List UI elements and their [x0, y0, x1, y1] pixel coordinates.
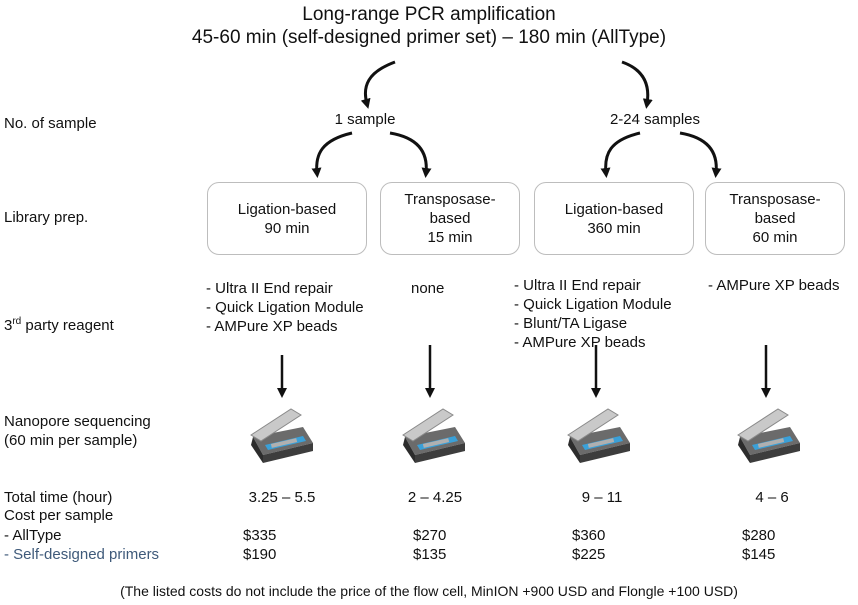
- cost-alltype-col4: $280: [742, 527, 776, 544]
- sample-group-1: 1 sample: [334, 111, 396, 128]
- arrow-224-to-transposase: [679, 131, 722, 178]
- cost-self-col1: $190: [243, 546, 277, 563]
- reagent-list-col1: - Ultra II End repair - Quick Ligation M…: [206, 279, 364, 336]
- cost-self-col4: $145: [742, 546, 776, 563]
- reagent-list-col2: none: [411, 279, 444, 298]
- cost-alltype-col2: $270: [413, 527, 447, 544]
- cost-alltype-col3: $360: [572, 527, 606, 544]
- arrow-224-to-ligation: [600, 131, 641, 178]
- method-name-cont: based: [429, 210, 471, 227]
- total-time-col3: 9 – 11: [581, 489, 623, 506]
- row-label-reagent: 3rd party reagent: [4, 316, 114, 334]
- reagent-list-col4: - AMPure XP beads: [708, 276, 839, 295]
- reagent-item: - Quick Ligation Module: [514, 296, 672, 313]
- reagent-item: - AMPure XP beads: [206, 318, 338, 335]
- row-label-alltype: - AllType: [4, 527, 62, 544]
- reagent-item: - Ultra II End repair: [514, 277, 641, 294]
- minion-sequencer-icon: [250, 408, 313, 463]
- title-line-2: 45-60 min (self-designed primer set) – 1…: [191, 27, 667, 48]
- method-time: 60 min: [752, 229, 798, 246]
- cost-footnote: (The listed costs do not include the pri…: [120, 583, 738, 599]
- reagent-item: none: [411, 280, 445, 297]
- reagent-item: - Quick Ligation Module: [206, 299, 364, 316]
- title-line-1: Long-range PCR amplification: [302, 4, 556, 25]
- row-label-self-designed: - Self-designed primers: [4, 546, 160, 563]
- reagent-item: - AMPure XP beads: [708, 277, 840, 294]
- method-time: 90 min: [264, 219, 310, 237]
- minion-sequencer-icon: [737, 408, 800, 463]
- cost-alltype-col1: $335: [243, 527, 277, 544]
- method-name-cont: based: [754, 210, 796, 227]
- total-time-col4: 4 – 6: [755, 489, 789, 506]
- reagent-item: - Blunt/TA Ligase: [514, 315, 628, 332]
- row-label-library: Library prep.: [4, 209, 89, 226]
- reagent-list-col3: - Ultra II End repair - Quick Ligation M…: [514, 276, 672, 352]
- arrow-title-to-1sample: [360, 60, 396, 109]
- method-box-transposase-1: Transposase- based 15 min: [380, 182, 520, 255]
- method-time: 360 min: [587, 219, 641, 237]
- row-label-sequencing-2: (60 min per sample): [4, 432, 138, 449]
- minion-sequencer-icon: [567, 408, 630, 463]
- cost-self-col3: $225: [572, 546, 606, 563]
- row-label-cost-header: Cost per sample: [4, 507, 114, 524]
- reagent-item: - Ultra II End repair: [206, 280, 333, 297]
- method-time: 15 min: [427, 229, 473, 246]
- method-name: Transposase-: [404, 191, 496, 208]
- sample-group-2-24: 2-24 samples: [609, 111, 701, 128]
- method-name: Ligation-based: [237, 200, 337, 218]
- arrow-1sample-to-transposase: [389, 131, 432, 178]
- row-label-sequencing-1: Nanopore sequencing: [4, 413, 151, 430]
- method-name: Ligation-based: [564, 200, 664, 218]
- reagent-item: - AMPure XP beads: [514, 334, 646, 351]
- method-box-ligation-2: Ligation-based 360 min: [534, 182, 694, 255]
- row-label-samples: No. of sample: [4, 115, 97, 132]
- cost-self-col2: $135: [413, 546, 447, 563]
- total-time-col2: 2 – 4.25: [407, 489, 463, 506]
- arrow-title-to-2-24samples: [621, 60, 653, 109]
- arrow-1sample-to-ligation: [311, 131, 353, 178]
- method-box-ligation-1: Ligation-based 90 min: [207, 182, 367, 255]
- method-name: Transposase-: [729, 191, 821, 208]
- minion-sequencer-icon: [402, 408, 465, 463]
- method-box-transposase-2: Transposase- based 60 min: [705, 182, 845, 255]
- total-time-col1: 3.25 – 5.5: [248, 489, 316, 506]
- row-label-total-time: Total time (hour): [4, 489, 113, 506]
